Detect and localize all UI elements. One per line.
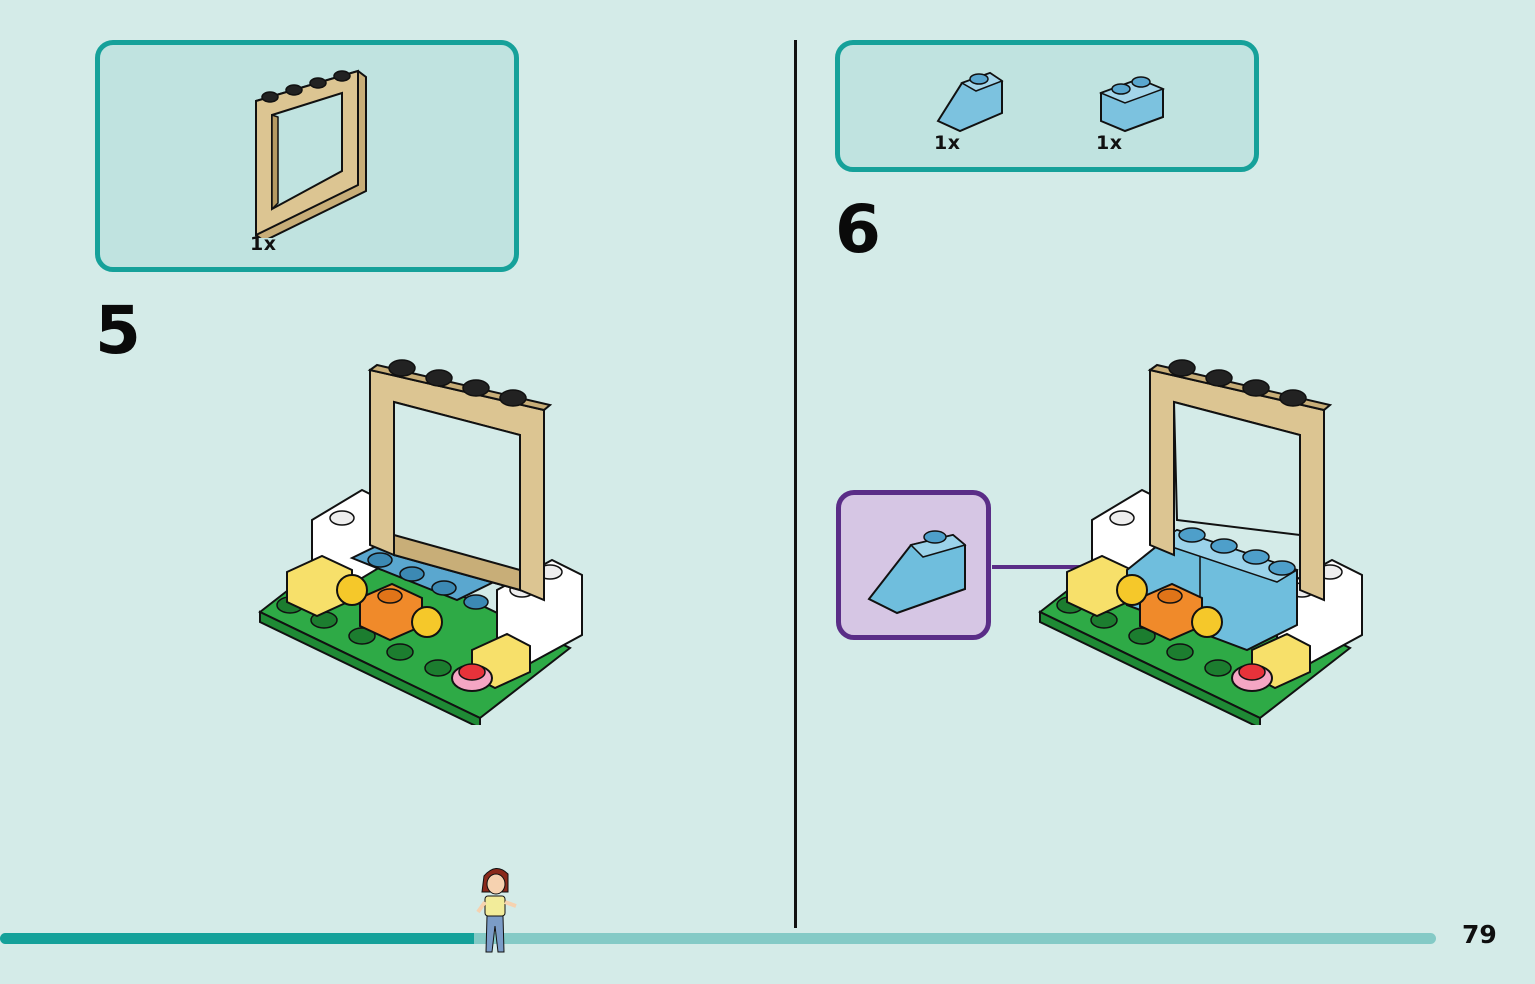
minifigure-icon	[476, 868, 517, 953]
page-number: 79	[1462, 920, 1497, 949]
step-number: 6	[835, 191, 881, 268]
new-piece-callout	[836, 490, 991, 640]
step-number: 5	[95, 292, 141, 369]
blue-slope-brick-icon	[867, 530, 967, 615]
page-divider	[794, 40, 797, 928]
part-quantity: 1x	[1096, 132, 1123, 154]
step-6-build-illustration	[1038, 359, 1363, 725]
blue-brick-1x2-icon	[1098, 76, 1166, 133]
part-quantity: 1x	[250, 233, 277, 255]
part-quantity: 1x	[934, 132, 961, 154]
progress-fill	[0, 933, 474, 944]
step-5-build-illustration	[258, 359, 583, 725]
step-6-parts-box: 1x 1x	[835, 40, 1259, 172]
step-5-parts-box: 1x	[95, 40, 519, 272]
blue-slope-brick-icon	[936, 71, 1004, 133]
progress-track	[0, 933, 1436, 944]
tan-window-frame-icon	[255, 69, 367, 238]
